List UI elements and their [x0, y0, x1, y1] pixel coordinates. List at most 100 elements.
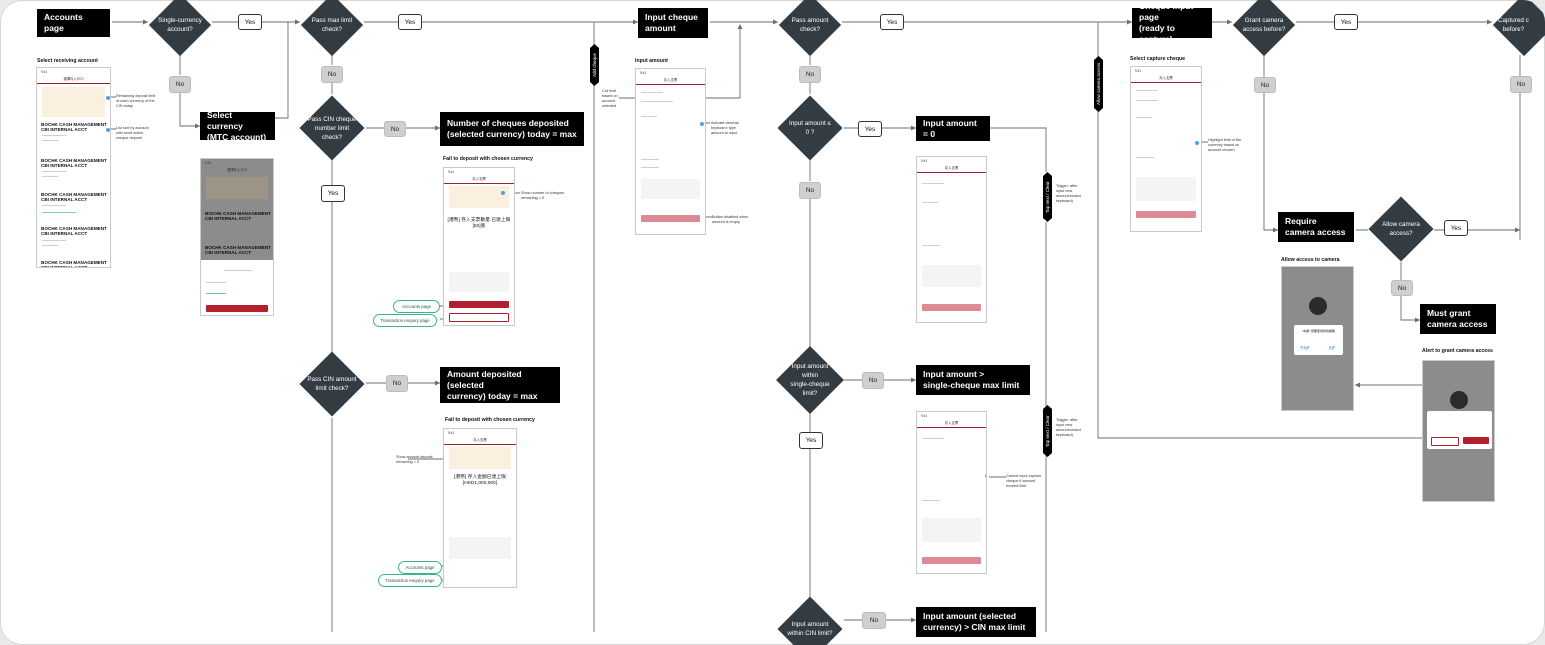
- caption-allow-access: Allow access to camera: [1281, 257, 1340, 263]
- sheet-title: [224, 270, 252, 272]
- info-box: [1136, 177, 1196, 201]
- screen-title: 存入支票: [663, 78, 678, 82]
- header-divider: [1131, 82, 1201, 83]
- amount-input[interactable]: [641, 101, 673, 103]
- yes-label: Yes: [238, 14, 262, 30]
- note-amount-remaining: Show amount deposit remaining = 0: [396, 455, 433, 464]
- account-detail: [42, 245, 58, 247]
- phone-amount-zero: 9:41 存入支票: [916, 156, 987, 323]
- decision-within-single-limit: Input amount within single-cheque limit?: [776, 346, 844, 414]
- account-name[interactable]: BOCHK CASH MANAGEMENT CBI INTERNAL ACCT: [41, 158, 107, 169]
- account-detail: [42, 171, 66, 173]
- account-name[interactable]: BOCHK CASH MANAGEMENT CBI INTERNAL ACCT: [41, 226, 107, 237]
- screen-title: 存入支票: [1159, 76, 1173, 80]
- limit-message: [港幣] 存入支票數量 已達上限[50]張: [447, 218, 511, 229]
- status-time: 9:41: [448, 170, 455, 174]
- currency-option-selected[interactable]: [206, 293, 226, 295]
- next-button[interactable]: [922, 557, 981, 564]
- account-name[interactable]: BOCHK CASH MANAGEMENT CBI INTERNAL ACCT: [41, 260, 107, 268]
- status-time: 9:41: [921, 159, 928, 163]
- amount-input[interactable]: [922, 183, 944, 185]
- phone-cheques-max: 9:41 存入支票 [港幣] 存入支票數量 已達上限[50]張: [443, 167, 515, 326]
- note-decimal-keyboard: Activate decimal keyboard; type amount t…: [711, 121, 739, 135]
- link-transaction-enquiry[interactable]: Transaction enquiry page: [373, 314, 437, 327]
- screen-title: 存入支票: [472, 177, 486, 181]
- yes-label: Yes: [880, 14, 904, 30]
- no-label: No: [799, 182, 821, 199]
- yes-label: Yes: [398, 14, 422, 30]
- no-label: No: [1391, 280, 1413, 296]
- link-accounts-page[interactable]: Accounts page: [393, 300, 440, 313]
- link-accounts-page[interactable]: Accounts page: [398, 561, 442, 574]
- screen-title: 選擇存入戶口: [63, 77, 84, 81]
- flag-tap-next: Tap next / Clear: [1043, 172, 1052, 222]
- phone-amount-max: 9:41 存入支票 [港幣] 存入金額已達上限 [HKD1,000,000]: [443, 428, 517, 588]
- account-name: BOCHK CASH MANAGEMENT CBI INTERNAL ACCT: [205, 211, 271, 222]
- decision-pass-max-limit: Pass max limit check?: [300, 0, 364, 57]
- yes-label: Yes: [321, 185, 345, 202]
- limit-banner: [449, 447, 511, 469]
- limit-message: [港幣] 存入金額已達上限 [HKD1,000,000]: [454, 475, 506, 486]
- phone-alert-grant: [1422, 360, 1495, 502]
- cheque-label: [922, 202, 938, 204]
- note-remaining-limit: Remaining deposit limit of each currency…: [116, 94, 156, 108]
- decision-pass-amount-check: Pass amount check?: [778, 0, 842, 57]
- block-select-currency: Select currency (MTC account): [200, 110, 275, 142]
- no-label: No: [169, 76, 191, 93]
- caption-select-capture: Select capture cheque: [1130, 56, 1186, 62]
- annotation-dot: [1195, 141, 1199, 145]
- annotation-dot: [106, 96, 110, 100]
- settings-button[interactable]: [1463, 437, 1489, 444]
- field-label: [1136, 157, 1154, 159]
- cancel-button[interactable]: [1431, 437, 1459, 446]
- status-time: 9:41: [205, 161, 212, 165]
- decision-captured-before: Captured c before?: [1492, 0, 1545, 57]
- limit-banner: [206, 177, 268, 199]
- note-cheques-remaining: Show number of cheques remaining = 0: [521, 191, 565, 200]
- screen-title: 存入支票: [944, 166, 959, 170]
- account-name[interactable]: BOCHK CASH MANAGEMENT CBI INTERNAL ACCT: [41, 192, 107, 203]
- confirm-button[interactable]: [206, 305, 268, 312]
- amount-label: [1136, 90, 1158, 92]
- currency-option[interactable]: [206, 282, 226, 284]
- account-name: BOCHK CASH MANAGEMENT CBI INTERNAL ACCT: [205, 245, 271, 256]
- block-amount-max: Amount deposited (selected currency) tod…: [440, 367, 560, 403]
- amount-input[interactable]: [1136, 100, 1158, 102]
- decision-within-cin-limit: Input amount within CIN limit?: [777, 596, 843, 645]
- block-accounts-page: Accounts page: [37, 9, 110, 37]
- phone-amount-exceeds: 9:41 存入支票: [916, 411, 987, 574]
- block-must-grant-camera: Must grant camera access: [1420, 304, 1496, 334]
- decision-cin-number-limit: Pass CIN cheque number limit check?: [299, 95, 365, 161]
- accounts-button[interactable]: [449, 301, 509, 308]
- annotation-dot: [501, 191, 505, 195]
- decision-allow-camera: Allow camera access?: [1368, 196, 1434, 262]
- capture-button[interactable]: [1136, 211, 1196, 218]
- caption-fail-deposit: Fail to deposit with chosen currency: [443, 156, 533, 162]
- account-detail: [42, 205, 66, 207]
- yes-label: Yes: [799, 432, 823, 449]
- limit-banner: [449, 186, 509, 208]
- grant-alert-dialog: [1427, 411, 1492, 449]
- amount-input[interactable]: [922, 438, 944, 440]
- status-time: 9:41: [1135, 69, 1142, 73]
- note-list-sort: List sort by account with most online ch…: [116, 126, 149, 140]
- deny-button[interactable]: 不允許: [1300, 346, 1310, 350]
- header-divider: [444, 444, 516, 445]
- phone-select-currency: 9:41 選擇存入戶口 BOCHK CASH MANAGEMENT CBI IN…: [200, 158, 274, 316]
- account-name[interactable]: BOCHK CASH MANAGEMENT CBI INTERNAL ACCT: [41, 122, 107, 133]
- link-transaction-enquiry[interactable]: Transaction enquiry page: [378, 574, 442, 587]
- yes-label: Yes: [1334, 14, 1358, 30]
- next-button[interactable]: [922, 304, 981, 311]
- info-box: [449, 537, 511, 559]
- next-button[interactable]: [641, 215, 700, 222]
- phone-select-account: 9:41 選擇存入戶口 BOCHK CASH MANAGEMENT CBI IN…: [36, 67, 111, 268]
- caption-input-amount: Input amount: [635, 58, 668, 64]
- info-box: [641, 179, 700, 199]
- allow-button[interactable]: 允許: [1328, 346, 1335, 350]
- screen-title: 選擇存入戶口: [226, 168, 248, 172]
- camera-prompt: "中銀" 想要使用你的相機: [1302, 329, 1335, 333]
- account-detail: [42, 140, 58, 142]
- status-time: 9:41: [921, 414, 928, 418]
- decision-grant-camera-before: Grant camera access before?: [1232, 0, 1296, 57]
- enquiry-button[interactable]: [449, 313, 509, 322]
